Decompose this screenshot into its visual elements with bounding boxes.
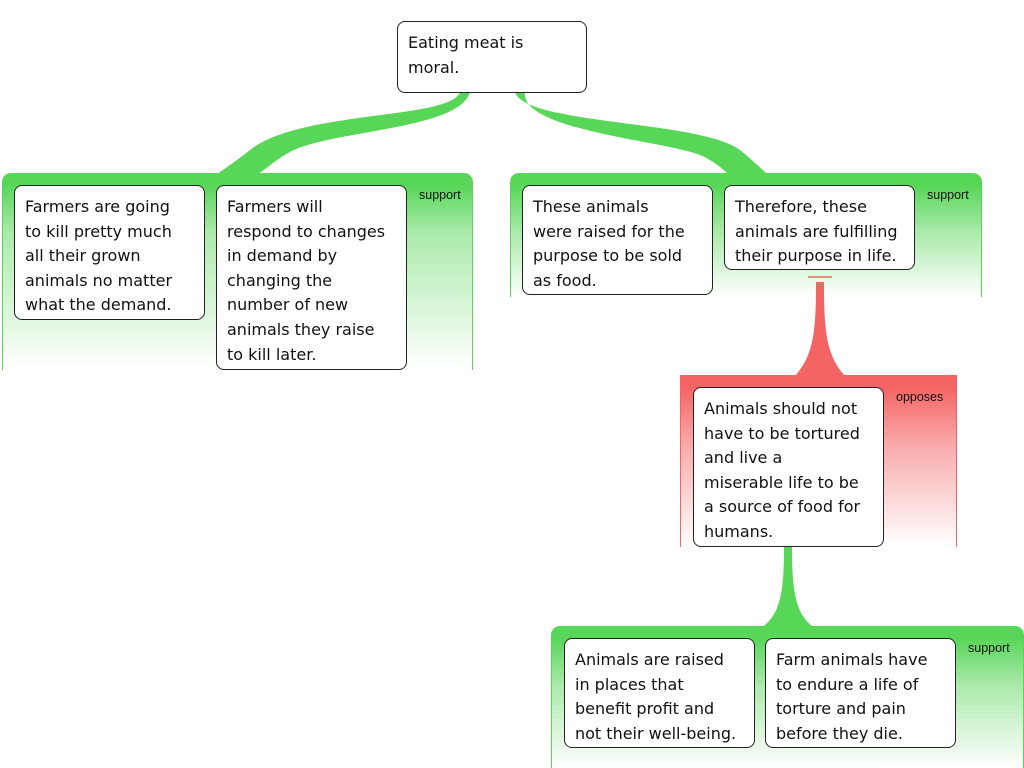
claim-fulfilling-purpose[interactable]: Therefore, these animals are fulfilling … (724, 185, 915, 270)
claim-torture-pain[interactable]: Farm animals have to endure a life of to… (765, 638, 956, 748)
claim-raised-for-food[interactable]: These animals were raised for the purpos… (522, 185, 713, 295)
opposes-label: opposes (896, 390, 944, 404)
support-label: support (927, 188, 969, 202)
claim-farmers-respond[interactable]: Farmers will respond to changes in deman… (216, 185, 407, 370)
claim-root[interactable]: Eating meat is moral. (397, 21, 587, 93)
claim-not-tortured[interactable]: Animals should not have to be tortured a… (693, 387, 884, 547)
support-label: support (419, 188, 461, 202)
claim-profit[interactable]: Animals are raised in places that benefi… (564, 638, 755, 748)
claim-farmers-kill[interactable]: Farmers are going to kill pretty much al… (14, 185, 205, 320)
connector-root-to-group1 (215, 92, 470, 176)
connector-n4-to-group3 (795, 282, 845, 376)
connector-n5-to-group4 (761, 546, 815, 628)
support-label: support (968, 641, 1010, 655)
connector-root-to-group2 (515, 92, 770, 176)
